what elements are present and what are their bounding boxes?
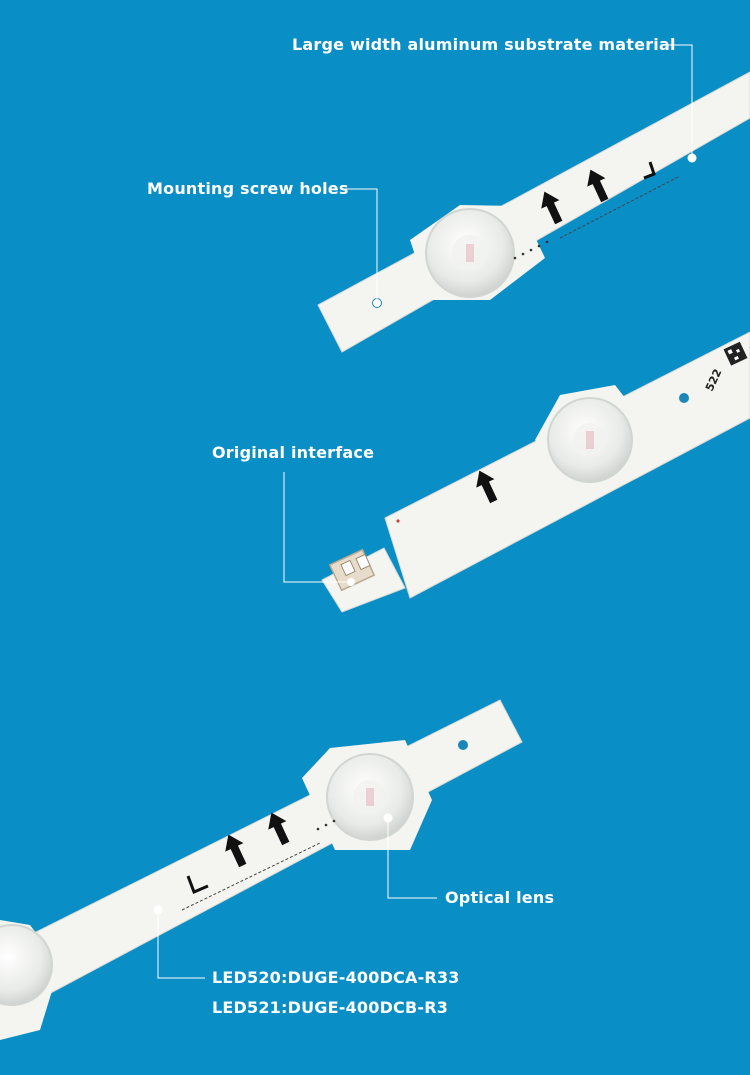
arrow-mark [541,191,563,225]
arrow-mark [268,812,290,846]
mounting-screw-hole [458,740,468,750]
mounting-screw-hole [679,393,689,403]
qr-code [723,341,748,366]
arrow-mark [225,834,247,868]
corner-mark [186,875,209,894]
corner-mark [643,161,656,180]
arrow-mark [587,169,609,203]
led-strip-bottom [0,699,523,1040]
arrow-mark [476,470,498,504]
callout-led520: LED520:DUGE-400DCA-R33 [212,968,460,987]
callout-screw-holes: Mounting screw holes [147,179,349,198]
callout-substrate: Large width aluminum substrate material [292,35,676,54]
callout-lens: Optical lens [445,888,555,907]
optical-lens [0,924,53,1006]
callout-interface: Original interface [212,443,375,462]
led-strip-middle: 522 [321,331,750,613]
led-strip-top [317,71,750,353]
original-interface-connector [321,547,406,613]
callout-led521: LED521:DUGE-400DCB-R3 [212,998,449,1017]
callout-lines [157,44,693,979]
